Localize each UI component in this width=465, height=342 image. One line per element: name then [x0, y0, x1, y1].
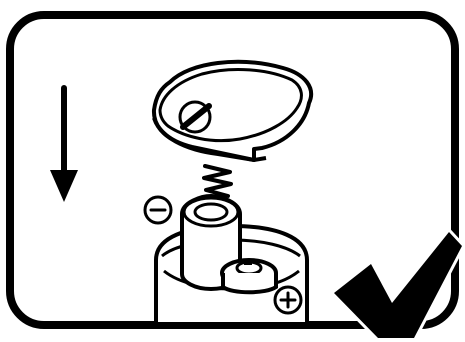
checkmark-icon [331, 229, 465, 341]
battery-compartment-cap [152, 59, 313, 163]
positive-symbol-icon: + [273, 285, 303, 315]
negative-symbol-icon: − [143, 195, 173, 225]
spring-icon [202, 164, 233, 198]
cap-slot-icon [178, 100, 212, 134]
battery-positive-terminal [220, 258, 278, 295]
downward-arrow-icon [50, 85, 78, 202]
rounded-frame [6, 11, 459, 329]
